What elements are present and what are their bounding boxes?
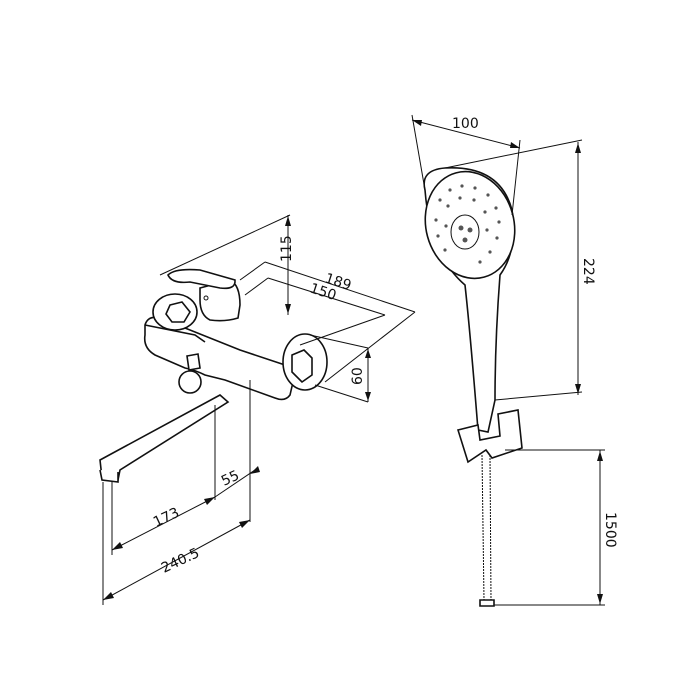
dim-224: 224 (580, 258, 596, 285)
bath-faucet (99, 268, 328, 483)
left-nut (165, 301, 191, 323)
shower-hose (481, 454, 492, 601)
dim-115: 115 (279, 235, 295, 262)
lever-base (199, 279, 241, 322)
dim-100: 100 (452, 116, 479, 132)
dim-240-5: 240.5 (159, 545, 202, 576)
dim-1500: 1500 (602, 512, 618, 548)
hand-shower (423, 167, 523, 607)
dim-60: 60 (350, 367, 366, 385)
diverter-button (186, 353, 201, 371)
lever-screw (203, 295, 209, 301)
dim-173: 173 (151, 505, 182, 531)
wall-holder (456, 409, 523, 464)
dim-150: 150 (308, 281, 338, 304)
shower-dimension-lines (411, 114, 605, 606)
spray-nozzles (434, 184, 501, 264)
lever-handle (167, 268, 236, 290)
dim-55: 55 (219, 468, 242, 490)
dim-189: 189 (323, 271, 353, 294)
right-nut (291, 349, 313, 384)
hose-connector (479, 599, 495, 607)
faucet-dimension-lines (102, 214, 416, 605)
spout (99, 394, 230, 481)
spout-aerator (99, 469, 119, 483)
center-nozzles (450, 214, 480, 250)
body-top-edge (144, 324, 206, 343)
diverter-knob (178, 370, 202, 394)
